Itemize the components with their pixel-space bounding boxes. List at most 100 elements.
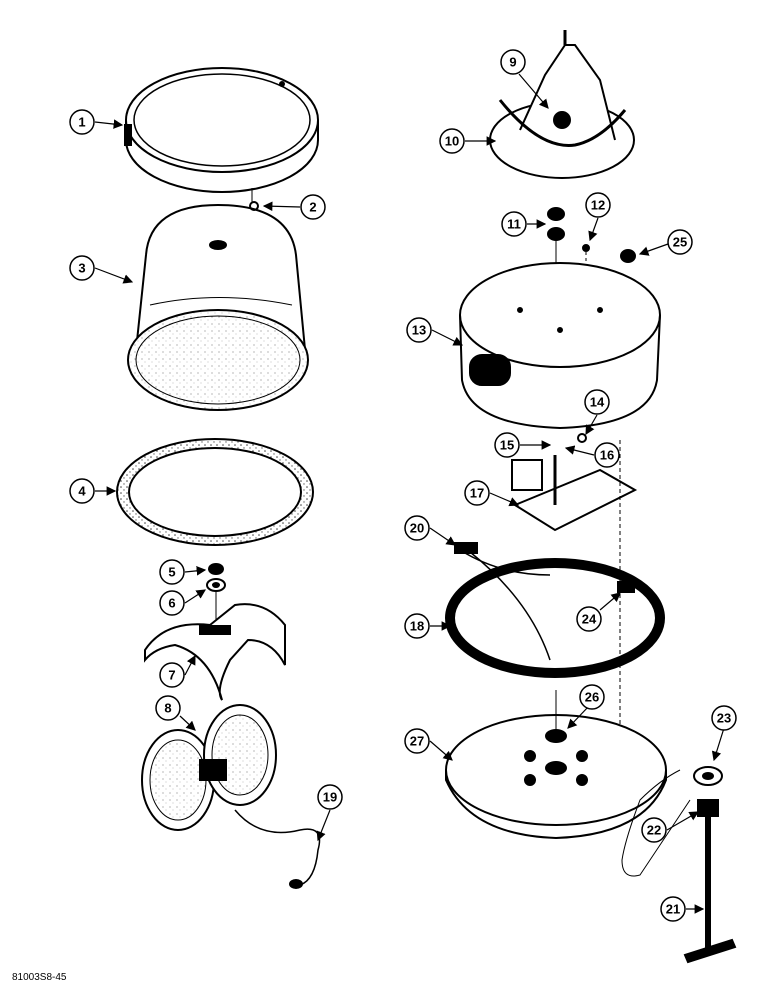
callout-circle	[660, 896, 686, 922]
callout-circle	[579, 684, 605, 710]
callout-21: 21	[660, 896, 686, 922]
figure-code: 81003S8-45	[12, 972, 67, 983]
clip-drawing	[617, 581, 635, 593]
callout-circle	[667, 229, 693, 255]
screw-drawing	[249, 188, 259, 211]
callout-number: 13	[412, 323, 426, 338]
callout-9: 9	[500, 49, 526, 75]
callout-circle	[494, 432, 520, 458]
callout-circle	[155, 695, 181, 721]
callout-number: 26	[585, 690, 599, 705]
callout-circle	[404, 728, 430, 754]
callout-circle	[69, 255, 95, 281]
callout-number: 7	[168, 668, 175, 683]
callout-circle	[584, 389, 610, 415]
lamp-assembly-drawing	[141, 704, 277, 831]
bolt-hardware-drawing	[621, 766, 737, 964]
callout-6: 6	[159, 590, 185, 616]
callout-circle	[576, 606, 602, 632]
connector-drawing	[454, 542, 478, 554]
callout-23: 23	[711, 705, 737, 731]
callout-circle	[594, 442, 620, 468]
callout-24: 24	[576, 606, 602, 632]
callout-number: 11	[507, 217, 521, 232]
callout-10: 10	[439, 128, 465, 154]
lens-dome-drawing	[127, 203, 309, 411]
callout-14: 14	[584, 389, 610, 415]
callout-12: 12	[585, 192, 611, 218]
callout-3: 3	[69, 255, 95, 281]
callout-27: 27	[404, 728, 430, 754]
callout-19: 19	[317, 784, 343, 810]
callout-number: 22	[647, 823, 661, 838]
rotation-ring-drawing	[445, 549, 665, 678]
callout-circle	[406, 317, 432, 343]
callout-16: 16	[594, 442, 620, 468]
callout-number: 9	[509, 55, 516, 70]
callout-number: 8	[164, 701, 171, 716]
callout-circle	[439, 128, 465, 154]
callout-25: 25	[667, 229, 693, 255]
callout-circle	[585, 192, 611, 218]
callout-number: 2	[309, 200, 316, 215]
callout-number: 20	[410, 521, 424, 536]
callout-circle	[464, 480, 490, 506]
callout-number: 24	[582, 612, 597, 627]
callout-number: 19	[323, 790, 337, 805]
callout-22: 22	[641, 817, 667, 843]
callout-circle	[159, 559, 185, 585]
callout-17: 17	[464, 480, 490, 506]
callout-circle	[711, 705, 737, 731]
callout-4: 4	[69, 478, 95, 504]
callout-8: 8	[155, 695, 181, 721]
callout-number: 4	[78, 484, 86, 499]
callout-number: 18	[410, 619, 424, 634]
callout-number: 10	[445, 134, 459, 149]
callout-number: 15	[500, 438, 514, 453]
motor-plate-drawing	[511, 433, 638, 760]
callout-circle	[501, 211, 527, 237]
motor-housing-drawing	[459, 262, 661, 430]
callout-number: 3	[78, 261, 85, 276]
callout-20: 20	[404, 515, 430, 541]
callout-7: 7	[159, 662, 185, 688]
callout-circle	[317, 784, 343, 810]
callout-circle	[69, 478, 95, 504]
nut-washer-drawing	[206, 563, 226, 625]
callout-circle	[500, 49, 526, 75]
callout-group: 1234567891011121314151617181920212223242…	[69, 49, 737, 922]
callout-number: 6	[168, 596, 175, 611]
wire-lead-drawing	[234, 809, 321, 889]
callout-18: 18	[404, 613, 430, 639]
callout-number: 5	[168, 565, 175, 580]
callout-number: 14	[590, 395, 605, 410]
callout-1: 1	[69, 109, 95, 135]
callout-number: 27	[410, 734, 424, 749]
callout-number: 12	[591, 198, 605, 213]
bracket-drawing	[144, 603, 286, 701]
callout-13: 13	[406, 317, 432, 343]
callout-15: 15	[494, 432, 520, 458]
callout-circle	[159, 662, 185, 688]
callout-circle	[404, 613, 430, 639]
callout-number: 17	[470, 486, 484, 501]
callout-11: 11	[501, 211, 527, 237]
callout-circle	[404, 515, 430, 541]
callout-2: 2	[300, 194, 326, 220]
callout-circle	[69, 109, 95, 135]
callout-number: 23	[717, 711, 731, 726]
callout-circle	[159, 590, 185, 616]
callout-5: 5	[159, 559, 185, 585]
callout-circle	[300, 194, 326, 220]
callout-circle	[641, 817, 667, 843]
callout-number: 1	[78, 115, 85, 130]
base-drawing	[445, 690, 667, 840]
callout-number: 25	[673, 235, 687, 250]
callout-number: 16	[600, 448, 614, 463]
callout-number: 21	[666, 902, 680, 917]
retaining-ring-drawing	[124, 67, 319, 193]
callout-26: 26	[579, 684, 605, 710]
nuts-drawing	[547, 207, 565, 300]
gasket-drawing	[116, 438, 314, 546]
